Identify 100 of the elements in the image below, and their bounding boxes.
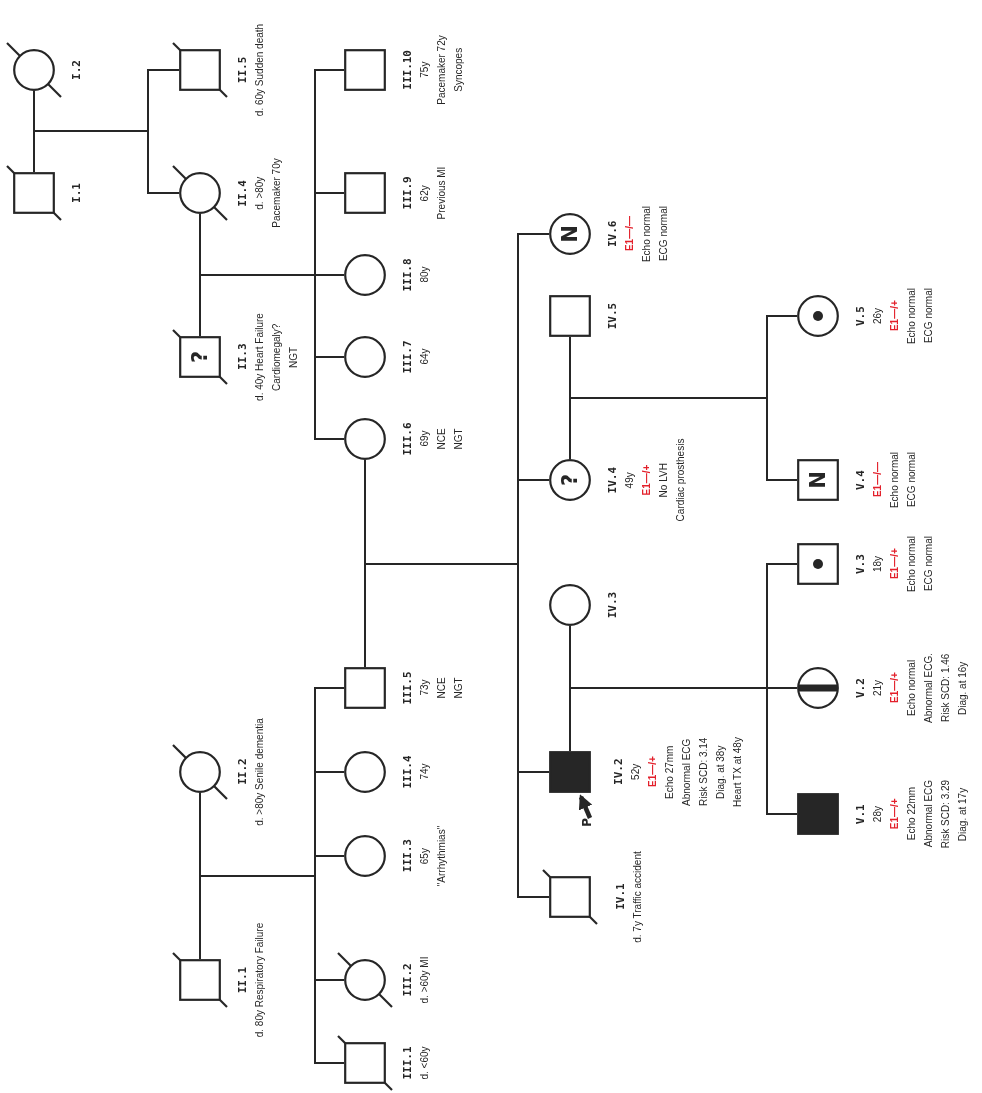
annotation-text: "Arrhythmias" (435, 825, 448, 887)
pedigree-line (33, 130, 180, 194)
annotation-text: Echo 22mm (905, 786, 918, 843)
annotation-text: Echo normal (888, 451, 901, 509)
person-id: IV.5 (605, 302, 620, 330)
annotation-text: 80y (418, 265, 431, 286)
annotation-text: Risk SCD: 3.14 (697, 737, 710, 807)
person-id: IV.6 (605, 219, 620, 250)
annotation-text: Pacemaker 70y (270, 158, 283, 228)
annotation-text: Diag. at 38y (714, 744, 727, 801)
annotation-text: 49y (623, 470, 636, 491)
person-id: I.2 (69, 60, 84, 80)
person-id: III.9 (400, 175, 415, 212)
annotation-text: ECG normal (922, 287, 935, 345)
annotation-text: Abnormal ECG (922, 779, 935, 849)
genotype-text: E1—/+ (646, 755, 659, 790)
annotation-text: d. >80y Senile dementia (253, 718, 266, 826)
annotation-text: 18y (871, 554, 884, 575)
annotation-text: 65y (418, 846, 431, 867)
annotation-text: Heart TX at 48y (731, 737, 744, 807)
person-id: III.6 (400, 422, 415, 456)
symbol-letter: ? (189, 350, 211, 364)
symbol-letter: N (807, 471, 829, 489)
annotation-text: 62y (418, 183, 431, 204)
annotation-text: ECG normal (922, 535, 935, 593)
person-id: I.1 (69, 183, 84, 203)
annotation-text: Risk SCD: 3.29 (939, 779, 952, 849)
person-id: II.4 (235, 178, 250, 209)
person-id: V.5 (853, 305, 868, 328)
genotype-text: E1—/— (623, 215, 636, 254)
genotype-text: E1—/— (871, 461, 884, 500)
person-id: III.7 (400, 340, 415, 374)
annotation-text: Diag. at 16y (956, 660, 969, 717)
annotation-text: 26y (871, 306, 884, 327)
annotation-text: Abnormal ECG. (922, 653, 935, 723)
person-id: III.2 (400, 962, 415, 999)
annotation-text: d. >80y (253, 175, 266, 212)
person-id: V.2 (853, 677, 868, 700)
genotype-text: E1—/+ (640, 463, 653, 498)
proband-arrow (578, 794, 593, 819)
person-id: V.1 (853, 803, 868, 826)
annotation-text: d. 7y Traffic accident (631, 851, 644, 943)
person-id: IV.3 (605, 591, 620, 619)
annotation-text: Cardiomegaly? (270, 322, 283, 393)
annotation-text: NGT (452, 427, 465, 452)
symbol-letter: N (559, 225, 581, 243)
person-id: II.2 (235, 757, 250, 788)
annotation-text: 64y (418, 347, 431, 368)
annotation-text: Previous MI (435, 166, 448, 220)
annotation-text: 52y (629, 762, 642, 783)
annotation-text: Echo normal (905, 535, 918, 593)
proband-label: P (580, 818, 594, 827)
annotation-text: 28y (871, 804, 884, 825)
person-id: III.3 (400, 838, 415, 875)
person-id: II.5 (235, 55, 250, 86)
symbol-letter: ? (559, 473, 581, 487)
annotation-text: Echo normal (905, 658, 918, 719)
person-id: II.3 (235, 342, 250, 373)
pedigree-line (569, 397, 798, 481)
annotation-text: d. <60y (418, 1046, 431, 1080)
genotype-text: E1—/+ (888, 299, 901, 334)
person-id: IV.1 (613, 882, 628, 913)
annotation-text: NCE (435, 676, 448, 701)
annotation-text: d. >60y MI (418, 956, 431, 1004)
annotation-text: 75y (418, 60, 431, 81)
annotation-text: 21y (871, 678, 884, 699)
annotation-text: Diag. at 17y (956, 786, 969, 843)
person-id: III.1 (400, 1046, 415, 1080)
annotation-text: NCE (435, 427, 448, 452)
annotation-text: 74y (418, 762, 431, 783)
annotation-text: Risk SCD: 1.46 (939, 653, 952, 723)
annotation-text: No LVH (657, 461, 670, 500)
person-id: III.10 (400, 49, 415, 92)
person-id: III.4 (400, 755, 415, 789)
annotation-text: d. 80y Respiratory Failure (253, 922, 266, 1038)
annotation-text: Syncopes (452, 47, 465, 94)
person-id: V.4 (853, 469, 868, 492)
annotation-text: Echo normal (905, 287, 918, 345)
annotation-text: ECG normal (657, 205, 670, 263)
genotype-text: E1—/+ (888, 671, 901, 706)
annotation-text: Abnormal ECG (680, 737, 693, 807)
annotation-text: d. 60y Sudden death (253, 23, 266, 117)
pedigree-line (199, 274, 345, 440)
annotation-text: ECG normal (905, 451, 918, 509)
annotation-text: NGT (452, 676, 465, 701)
annotation-text: Echo normal (640, 205, 653, 263)
annotation-text: 69y (418, 429, 431, 450)
annotation-text: NGT (287, 345, 300, 370)
person-id: IV.4 (605, 465, 620, 496)
genotype-text: E1—/+ (888, 797, 901, 832)
person-id: V.3 (853, 553, 868, 576)
genotype-text: E1—/+ (888, 547, 901, 582)
annotation-text: Echo 27mm (663, 744, 676, 801)
annotation-text: Pacemaker 72y (435, 35, 448, 105)
annotation-text: d. 40y Heart Failure (253, 313, 266, 401)
annotation-text: 73y (418, 678, 431, 699)
person-id: III.5 (400, 671, 415, 705)
annotation-text: Cardiac prosthesis (674, 438, 687, 522)
person-id: III.8 (400, 258, 415, 292)
person-id: II.1 (235, 965, 250, 996)
